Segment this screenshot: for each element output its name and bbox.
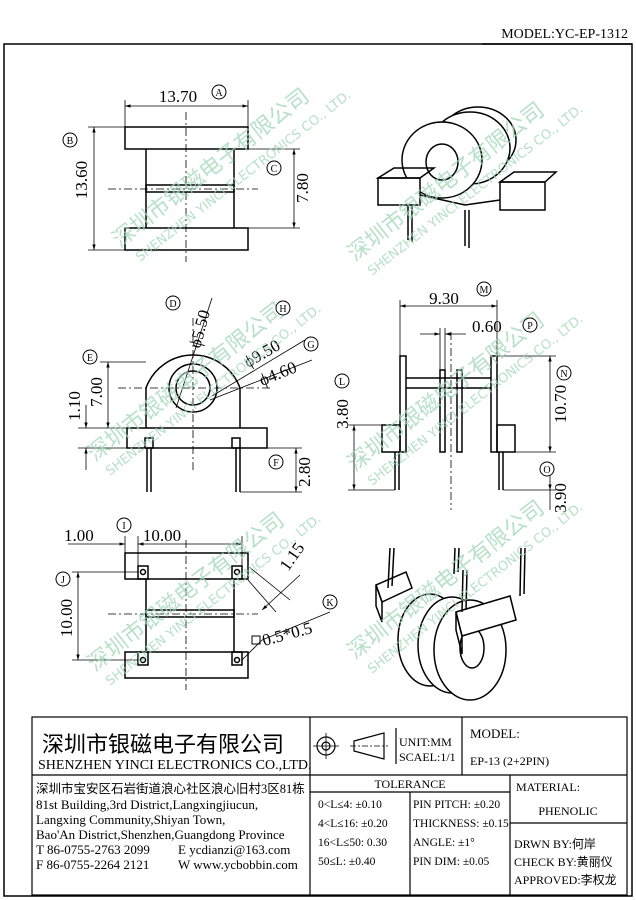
dim-K-value: 0.5*0.5 (260, 618, 314, 650)
outer-frame (3, 43, 633, 897)
material-label: MATERIAL: (516, 780, 580, 794)
marker-F: F (273, 458, 279, 469)
drawn-by: DRWN BY:何岸 (514, 837, 596, 851)
watermark-en-1: SHENZHEN YINCI ELECTRONICS CO., LTD. (133, 88, 354, 265)
marker-D: D (169, 299, 176, 310)
marker-K: K (326, 598, 334, 609)
unit-label: UNIT:MM (399, 735, 452, 749)
dim-M-value: 9.30 (429, 289, 459, 308)
watermark-en-3: SHENZHEN YINCI ELECTRONICS CO., LTD. (103, 302, 324, 479)
side-view (78, 297, 313, 493)
marker-C: C (271, 164, 278, 175)
watermark-cn-4: 深圳市银磁电子有限公司 (343, 308, 549, 477)
company-name-en: SHENZHEN YINCI ELECTRONICS CO.,LTD. (38, 758, 312, 773)
dim-N-value: 10.70 (551, 385, 570, 423)
tol-left-4: 50≤L: ±0.40 (318, 856, 376, 868)
marker-E: E (87, 353, 93, 364)
dim-J-value: 10.00 (57, 599, 76, 637)
iso-view-bottom (375, 547, 526, 701)
marker-G: G (307, 340, 314, 351)
title-block (31, 716, 628, 896)
dim-O-value: 3.90 (551, 483, 570, 513)
dim-E-value: 7.00 (87, 377, 106, 407)
marker-A: A (215, 88, 223, 99)
tol-right-1: PIN PITCH: ±0.20 (413, 799, 500, 811)
dim-I2-value: 10.00 (143, 526, 181, 545)
marker-H: H (279, 304, 286, 315)
marker-P: P (527, 321, 533, 332)
dim-L-value: 3.80 (333, 399, 352, 429)
tol-left-2: 4<L≤16: ±0.20 (318, 818, 388, 830)
tol-right-3: ANGLE: ±1° (413, 837, 475, 849)
website: W www.ycbobbin.com (178, 857, 298, 872)
marker-L: L (339, 377, 345, 388)
marker-M: M (480, 285, 489, 296)
front-view (88, 100, 300, 262)
bottom-view (68, 536, 331, 690)
address-line-2: 81st Building,3rd District,Langxingjiucu… (36, 797, 258, 812)
dim-B-value: 13.60 (72, 161, 91, 199)
address-line-1: 深圳市宝安区石岩街道浪心社区浪心旧村3区81栋 (36, 781, 305, 796)
model-value: EP-13 (2+2PIN) (470, 754, 549, 768)
email: E ycdianzi@163.com (178, 842, 290, 857)
marker-O: O (543, 465, 550, 476)
address-line-4: Bao'An District,Shenzhen,Guangdong Provi… (36, 827, 285, 842)
dim-A-value: 13.70 (159, 87, 197, 106)
model-label: MODEL: (470, 726, 520, 741)
dim-D-value: ϕ5.50 (186, 308, 214, 350)
markers: A B C D E F G H I J K L M N O P (55, 84, 572, 610)
marker-N: N (560, 369, 567, 380)
marker-I: I (122, 521, 125, 532)
tol-right-2: THICKNESS: ±0.15 (413, 818, 509, 830)
square-symbol (251, 635, 261, 645)
dim-C-value: 7.80 (293, 173, 312, 203)
watermark-en-5: SHENZHEN YINCI ELECTRONICS CO., LTD. (103, 512, 324, 689)
title-block-text: 深圳市银磁电子有限公司 SHENZHEN YINCI ELECTRONICS C… (36, 726, 617, 887)
marker-J: J (61, 575, 65, 586)
scale-label: SCAEL:1/1 (399, 750, 456, 764)
checked-by: CHECK BY:黄丽仪 (514, 855, 613, 869)
tol-left-1: 0<L≤4: ±0.10 (318, 799, 382, 811)
marker-B: B (67, 136, 74, 147)
dim-P-value: 0.60 (472, 317, 502, 336)
company-name-cn: 深圳市银磁电子有限公司 (42, 732, 284, 757)
watermark-cn-3: 深圳市银磁电子有限公司 (83, 298, 289, 467)
tol-right-4: PIN DIM: ±0.05 (413, 856, 490, 868)
address-line-3: Langxing Community,Shiyan Town, (36, 812, 225, 827)
tol-left-3: 16<L≤50: 0.30 (318, 837, 387, 849)
dim-E2-value: 1.10 (65, 391, 84, 421)
dim-F-value: 2.80 (295, 457, 314, 487)
iso-view-top (375, 106, 558, 248)
fax: F 86-0755-2264 2121 (36, 857, 149, 872)
profile-view (348, 300, 556, 510)
approved-by: APPROVED:李权龙 (514, 872, 617, 887)
dim-I1-value: 1.00 (64, 526, 94, 545)
tel: T 86-0755-2763 2099 (36, 842, 150, 857)
tolerance-title: TOLERANCE (374, 777, 445, 791)
model-header: MODEL:YC-EP-1312 (501, 27, 628, 42)
material-value: PHENOLIC (538, 804, 597, 818)
